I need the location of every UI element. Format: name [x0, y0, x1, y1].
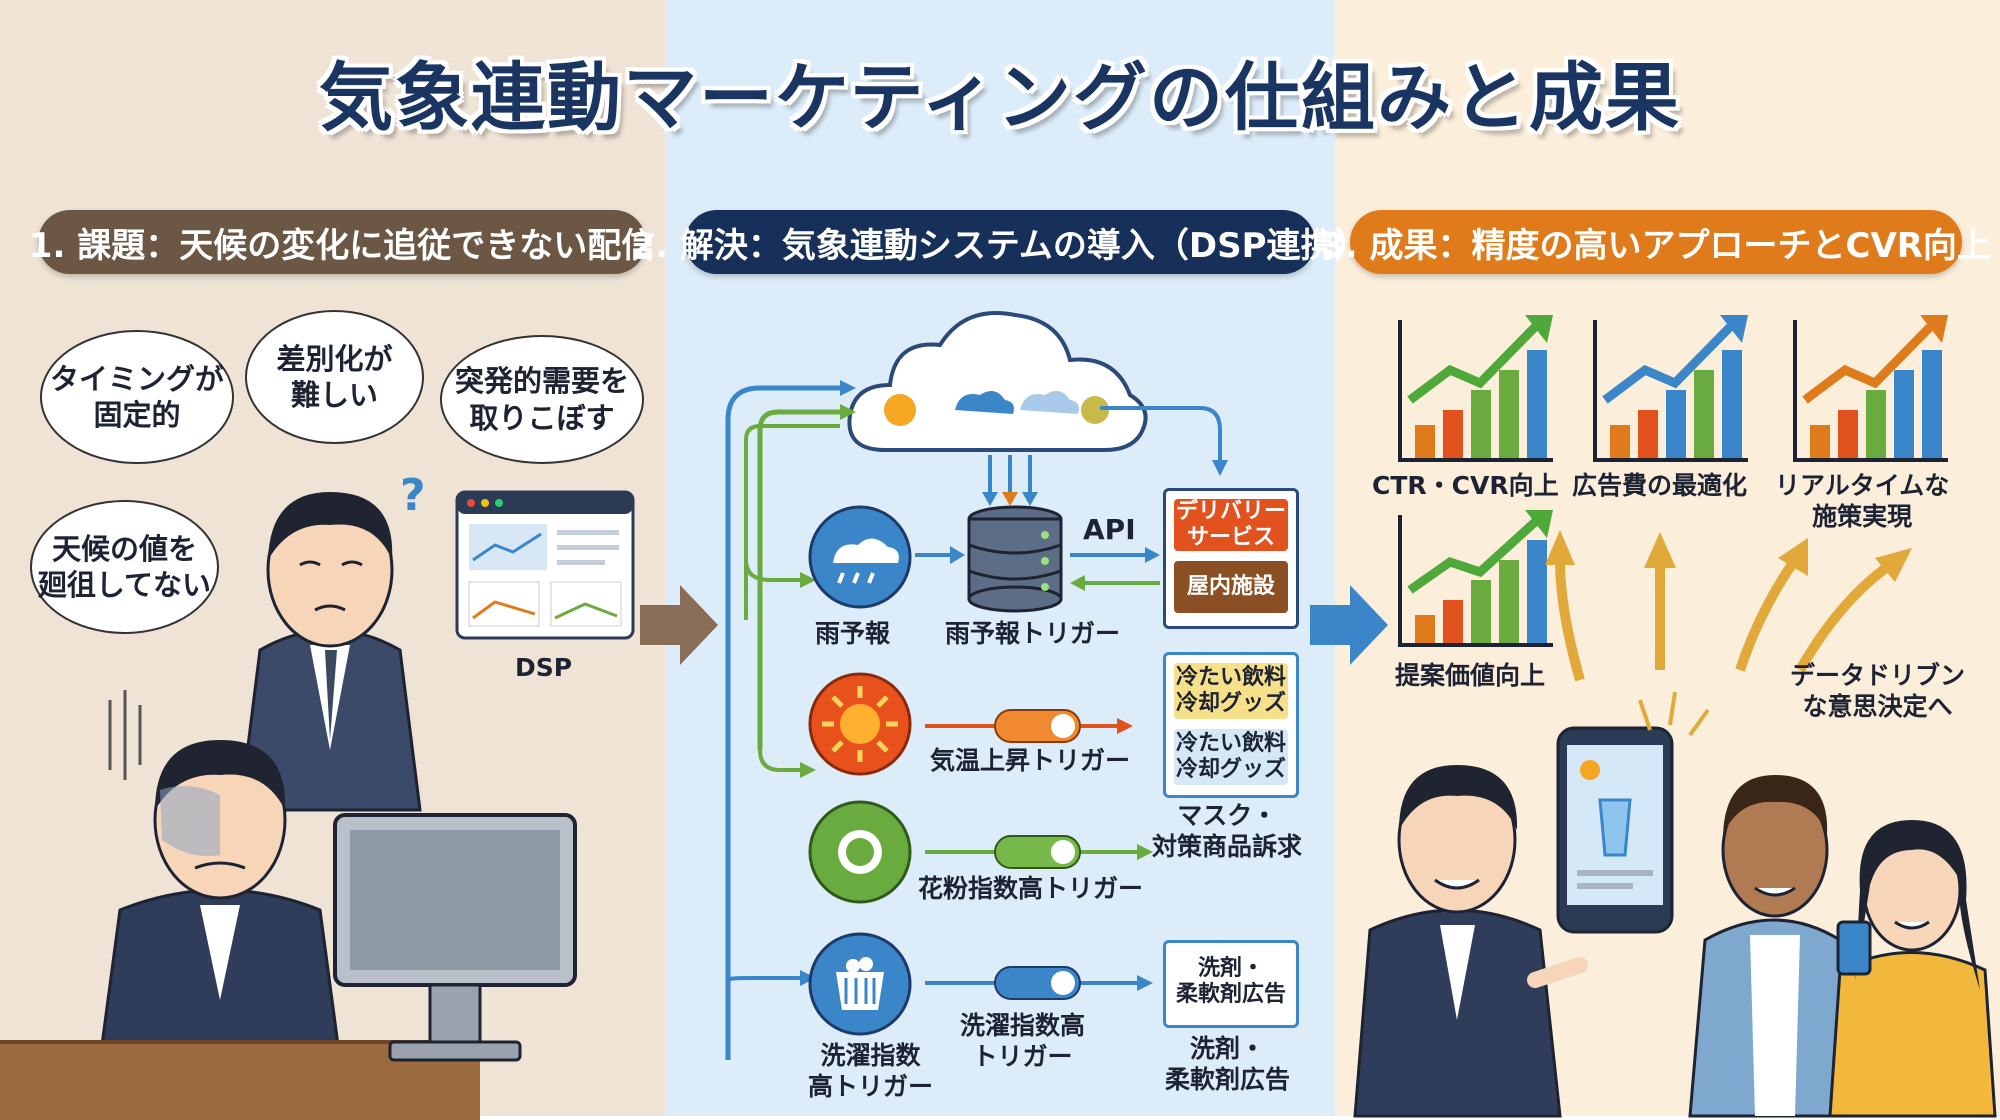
cold-drink-badge: 冷たい飲料 冷却グッズ — [1174, 663, 1288, 719]
api-output-box: デリバリー サービス 屋内施設 — [1163, 488, 1299, 629]
chart-label: CTR・CVR向上 — [1372, 471, 1559, 500]
highlight-lines — [1638, 691, 1710, 737]
speech-bubble: タイミングが 固定的 — [40, 330, 234, 464]
temperature-toggle — [925, 709, 1133, 743]
smartphone-icon — [1556, 726, 1674, 934]
data-driven-label: データドリブン な意思決定へ — [1790, 661, 1966, 722]
upward-arrows — [1545, 530, 1912, 682]
laundry-trigger-label: 洗濯指数高 トリガー — [960, 1011, 1086, 1072]
arrow-right-icon — [1310, 585, 1388, 665]
speech-bubble: 天候の値を 廻徂してない — [30, 500, 219, 634]
laundry-toggle — [925, 966, 1153, 1000]
dsp-label: DSP — [515, 653, 573, 682]
laundry-output-box: 洗剤・ 柔軟剤広告 — [1163, 940, 1299, 1028]
flow-lines — [725, 380, 1228, 1060]
chart-label: 広告費の最適化 — [1572, 471, 1748, 500]
detergent-ad-label: 洗剤・ 柔軟剤広告 — [1165, 1034, 1291, 1095]
speech-bubble: 差別化が 難しい — [245, 310, 424, 444]
dsp-window-icon — [455, 490, 635, 640]
pollen-toggle — [925, 835, 1153, 869]
temperature-trigger-label: 気温上昇トリガー — [930, 746, 1131, 775]
header-problem: 1. 課題：天候の変化に追従できない配信 — [29, 210, 655, 274]
api-arrows — [1070, 547, 1160, 591]
page-title: 気象連動マーケティングの仕組みと成果 — [318, 55, 1682, 141]
rain-trigger-label: 雨予報トリガー — [945, 619, 1121, 648]
pollen-icon — [808, 800, 912, 904]
speech-bubble: 突発的需要を 取りこぼす — [440, 335, 644, 464]
sun-icon — [808, 672, 912, 776]
header-solution: 2. 解決：気象連動システムの導入（DSP連携） — [631, 210, 1369, 274]
rain-icon — [808, 505, 912, 609]
growth-chart-icon — [1593, 315, 1748, 462]
rain-label: 雨予報 — [815, 619, 891, 648]
api-label: API — [1083, 513, 1136, 546]
cold-drink-badge: 冷たい飲料 冷却グッズ — [1174, 729, 1288, 785]
delivery-service-badge: デリバリー サービス — [1174, 498, 1288, 551]
temperature-output-box: 冷たい飲料 冷却グッズ 冷たい飲料 冷却グッズ — [1163, 652, 1299, 798]
worried-worker-illustration — [98, 690, 342, 1062]
standing-businessman-illustration — [238, 492, 422, 812]
header-result: 3. 成果：精度の高いアプローチとCVR向上 — [1321, 210, 1991, 274]
detergent-ad-badge: 洗剤・ 柔軟剤広告 — [1174, 949, 1288, 1015]
laundry-icon — [808, 932, 912, 1036]
growth-chart-icon — [1398, 510, 1553, 647]
chart-label: リアルタイムな 施策実現 — [1775, 471, 1950, 532]
indoor-facility-badge: 屋内施設 — [1174, 561, 1288, 613]
customers-illustration — [1688, 775, 1997, 1118]
arrow-right-icon — [640, 585, 718, 665]
arrow-right-icon — [915, 546, 965, 564]
question-mark-icon: ? — [400, 470, 426, 521]
chart-label: 提案価値向上 — [1395, 661, 1546, 690]
pollen-trigger-label: 花粉指数高トリガー — [918, 874, 1144, 903]
presenting-businessman-illustration — [1353, 765, 1588, 1118]
pollen-output-label: マスク・ 対策商品訴求 — [1152, 801, 1303, 862]
weather-cloud-icon — [847, 311, 1148, 452]
growth-chart-icon — [1793, 315, 1948, 462]
database-icon — [967, 505, 1063, 613]
laundry-label: 洗濯指数 高トリガー — [808, 1041, 934, 1102]
growth-chart-icon — [1398, 315, 1553, 462]
svg-text:?: ? — [400, 470, 426, 521]
monitor-icon — [333, 813, 577, 1062]
